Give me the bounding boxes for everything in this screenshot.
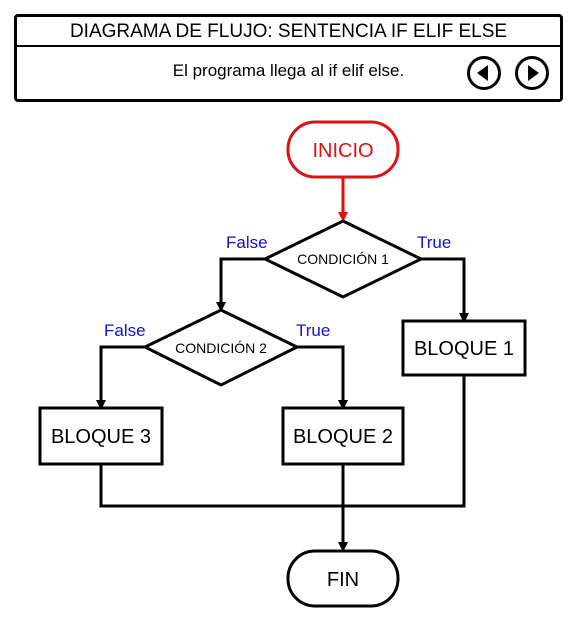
start-node: INICIO	[286, 120, 400, 179]
condition1-false-label: False	[226, 233, 268, 252]
block1-label: BLOQUE 1	[414, 338, 514, 360]
previous-step-button[interactable]	[467, 56, 501, 90]
block2-node: BLOQUE 2	[281, 406, 405, 466]
end-node: FIN	[286, 549, 400, 608]
header-title: DIAGRAMA DE FLUJO: SENTENCIA IF ELIF ELS…	[17, 17, 560, 47]
condition1-label: CONDICIÓN 1	[297, 251, 389, 267]
end-label: FIN	[327, 569, 359, 591]
condition1-node: CONDICIÓN 1	[261, 219, 425, 299]
condition2-false-label: False	[104, 321, 146, 340]
block2-label: BLOQUE 2	[293, 426, 393, 448]
block3-label: BLOQUE 3	[51, 426, 151, 448]
edge-condition1-false	[216, 257, 265, 312]
edge-block1-merge	[343, 375, 466, 508]
edge-block3-merge	[99, 464, 343, 508]
edge-condition2-true	[297, 345, 348, 410]
condition2-label: CONDICIÓN 2	[175, 340, 267, 356]
condition2-node: CONDICIÓN 2	[141, 308, 301, 387]
next-step-button[interactable]	[515, 56, 549, 90]
triangle-right-icon	[528, 65, 539, 81]
start-label: INICIO	[312, 140, 373, 162]
block1-node: BLOQUE 1	[401, 319, 527, 377]
block3-node: BLOQUE 3	[38, 406, 164, 466]
header-panel: DIAGRAMA DE FLUJO: SENTENCIA IF ELIF ELS…	[14, 14, 563, 102]
edge-condition2-false	[96, 345, 145, 410]
step-message: El programa llega al if elif else.	[172, 61, 405, 80]
condition2-true-label: True	[296, 321, 330, 340]
edge-condition1-true	[421, 257, 469, 323]
condition1-true-label: True	[417, 233, 451, 252]
triangle-left-icon	[477, 65, 488, 81]
